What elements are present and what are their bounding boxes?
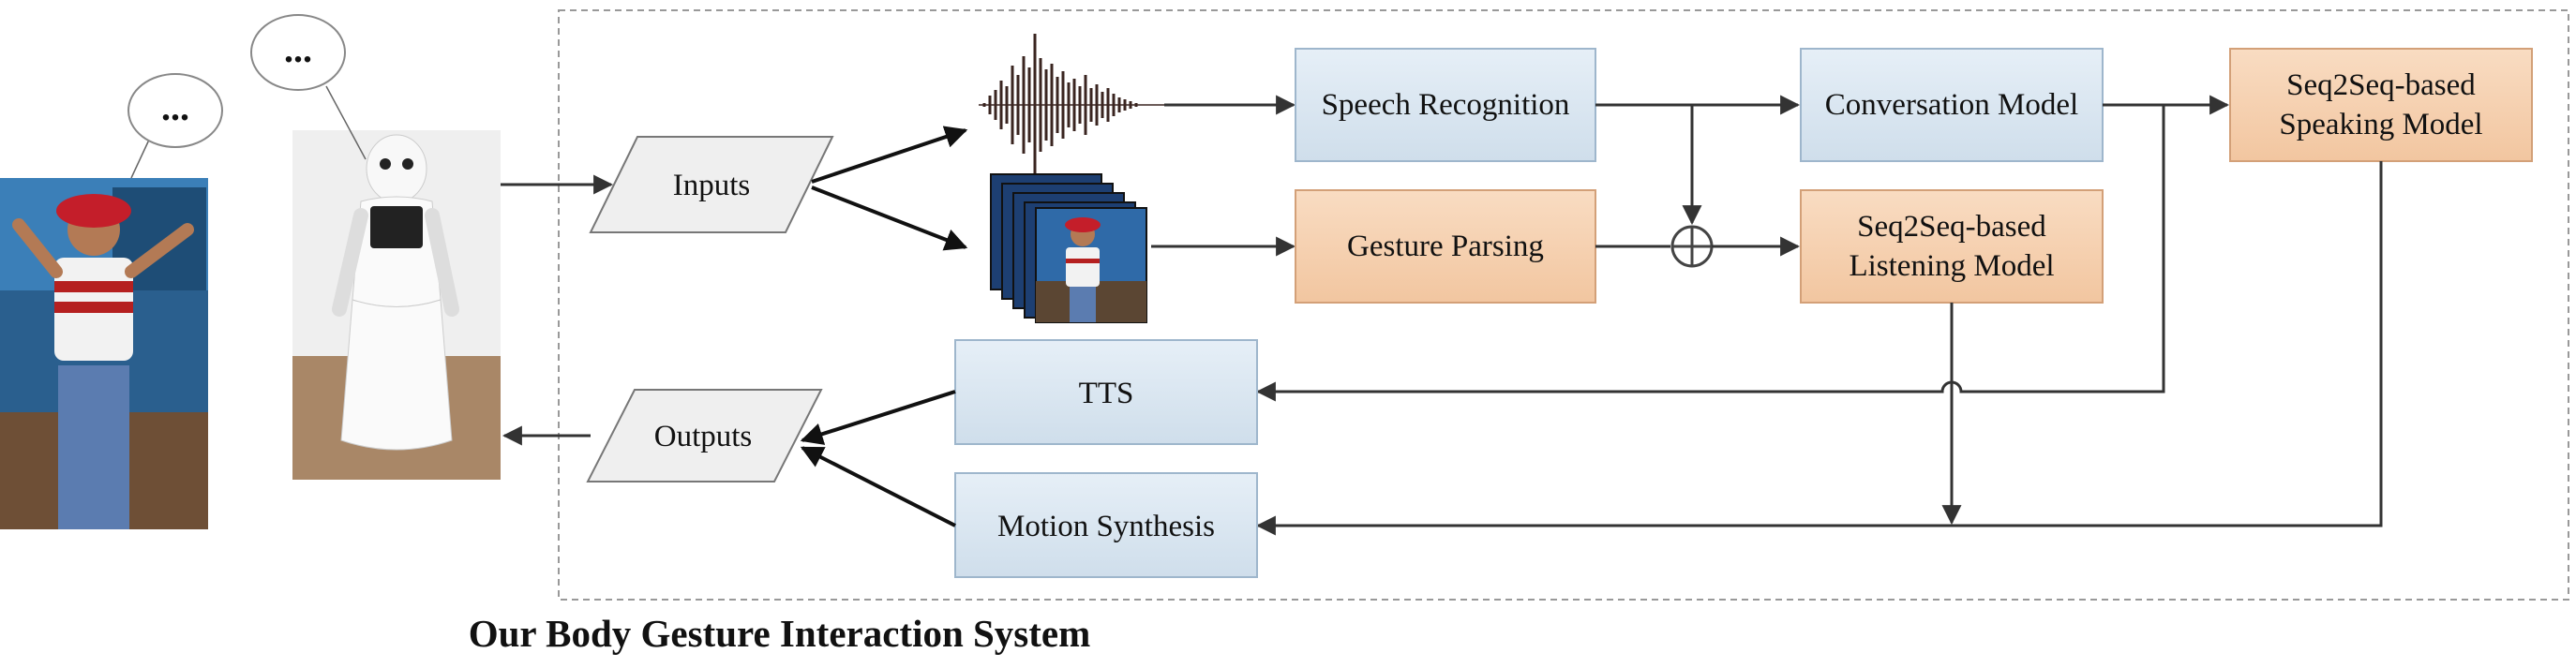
outputs-node: Outputs (586, 389, 823, 482)
gesture-parsing-label: Gesture Parsing (1347, 230, 1544, 263)
human-bubble-text: ... (161, 86, 189, 128)
tts-to-outputs-arrow (800, 390, 956, 445)
motion-to-outputs-arrow (800, 446, 956, 527)
human-speech-bubble: ... (127, 73, 223, 179)
conversation-model-label: Conversation Model (1825, 88, 2078, 122)
figure-caption: Our Body Gesture Interaction System (468, 612, 1091, 655)
listening-model-box: Seq2Seq-based Listening Model (1800, 189, 2104, 304)
motion-synthesis-box: Motion Synthesis (954, 472, 1258, 578)
speaking-model-label-line2: Speaking Model (2279, 108, 2482, 141)
concat-operator-icon (1670, 225, 1714, 268)
motion-synthesis-label: Motion Synthesis (997, 510, 1215, 543)
inputs-to-video-arrow (811, 186, 968, 251)
listening-model-label-line2: Listening Model (1849, 249, 2054, 283)
robot-speech-bubble: ... (250, 14, 367, 160)
inputs-label: Inputs (673, 169, 751, 202)
human-photo (0, 178, 208, 529)
robot-bubble-text: ... (284, 28, 312, 70)
speaking-model-label-line1: Seq2Seq-based (2286, 68, 2476, 102)
gesture-parsing-box: Gesture Parsing (1295, 189, 1596, 304)
inputs-to-audio-arrow (811, 126, 968, 184)
inputs-node: Inputs (589, 136, 834, 233)
system-boundary (558, 9, 2569, 601)
outputs-label: Outputs (654, 420, 753, 453)
robot-photo (292, 130, 501, 480)
tts-label: TTS (1079, 377, 1134, 410)
video-frames (990, 173, 1147, 323)
audio-waveform (979, 34, 1164, 176)
speaking-to-motion-arrow (1255, 161, 2383, 536)
speech-recognition-box: Speech Recognition (1295, 48, 1596, 162)
conversation-model-box: Conversation Model (1800, 48, 2104, 162)
tts-box: TTS (954, 339, 1258, 445)
listening-model-label-line1: Seq2Seq-based (1857, 210, 2046, 244)
speaking-model-box: Seq2Seq-based Speaking Model (2229, 48, 2533, 162)
speech-recognition-label: Speech Recognition (1322, 88, 1570, 122)
